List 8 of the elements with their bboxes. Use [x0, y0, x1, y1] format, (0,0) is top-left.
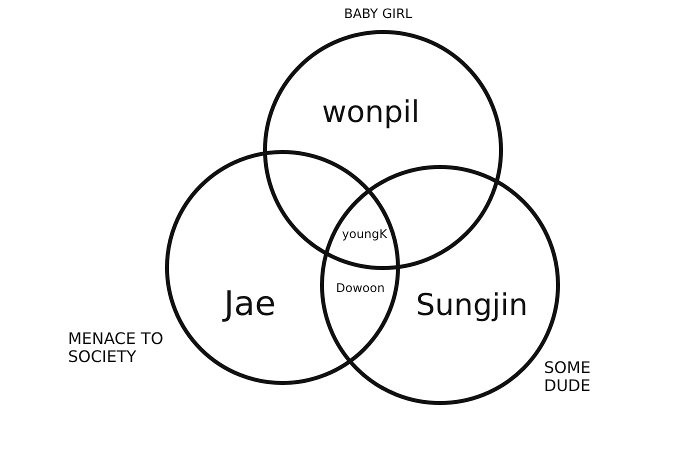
set-label: SOME DUDE [544, 359, 592, 394]
set-name: Jae [224, 286, 276, 324]
set-name: Sungjin [416, 289, 528, 322]
set-label: BABY GIRL [344, 8, 412, 22]
set-label: MENACE TO SOCIETY [68, 330, 164, 366]
set-name: wonpil [322, 96, 420, 129]
overlap-name: youngK [342, 228, 388, 242]
overlap-name: Dowoon [336, 282, 385, 296]
